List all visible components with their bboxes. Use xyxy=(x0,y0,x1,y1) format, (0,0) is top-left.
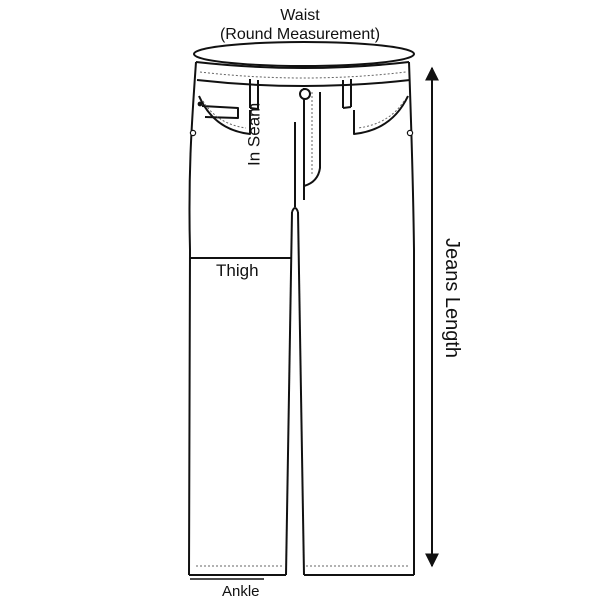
jeans-outline xyxy=(188,61,415,580)
waist-label: Waist xyxy=(280,7,320,24)
jeans-stitching xyxy=(196,71,410,567)
ankle-label: Ankle xyxy=(222,583,260,600)
inseam-label: In Seam xyxy=(244,102,264,166)
rivet-icon xyxy=(189,129,197,137)
jeans-length-label: Jeans Length xyxy=(441,237,463,359)
waist-button-icon xyxy=(299,88,311,100)
thigh-label: Thigh xyxy=(216,261,259,280)
waist-subtitle-label: (Round Measurement) xyxy=(219,26,381,43)
waist-measure-ellipse xyxy=(193,41,415,67)
rivet-icon xyxy=(197,101,203,107)
rivet-icon xyxy=(406,129,414,137)
